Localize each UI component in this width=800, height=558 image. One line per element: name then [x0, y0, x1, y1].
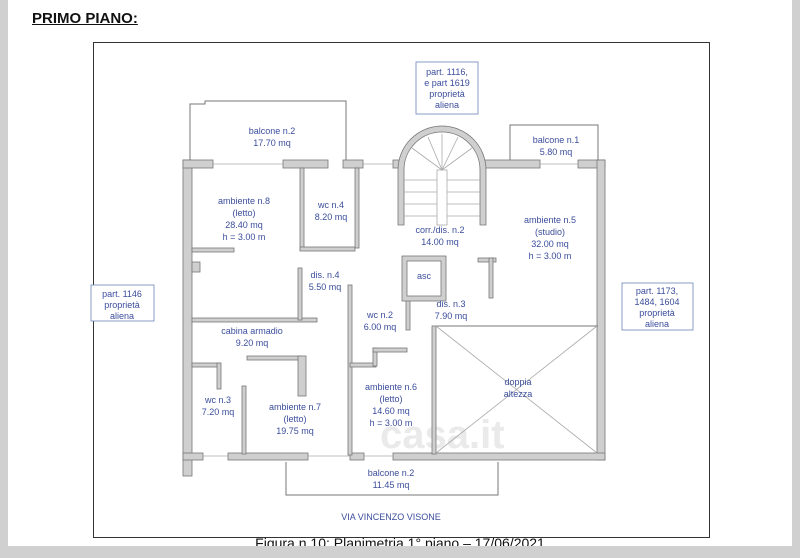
room-label-line: ambiente n.8	[218, 196, 270, 206]
figure-caption: Figura n.10: Planimetria 1° piano – 17/0…	[8, 538, 792, 546]
page-title: PRIMO PIANO:	[32, 10, 138, 27]
room-label-line: cabina armadio	[221, 326, 283, 336]
label-line: aliena	[435, 100, 459, 110]
label-line: proprietà	[104, 300, 140, 310]
staircase	[397, 125, 487, 226]
room-label-line: 5.50 mq	[309, 282, 342, 292]
room-label-line: 19.75 mq	[276, 426, 314, 436]
neighbor-label-left: part. 1146 proprietà aliena	[90, 284, 155, 322]
interior-walls	[191, 167, 598, 456]
room-label-line: ambiente n.6	[365, 382, 417, 392]
room-label-line: balcone n.2	[368, 468, 415, 478]
room-label-line: 7.90 mq	[435, 311, 468, 321]
room-label-line: 8.20 mq	[315, 212, 348, 222]
room-label-line: ambiente n.7	[269, 402, 321, 412]
room-balcone-1: balcone n.1 5.80 mq	[533, 135, 580, 157]
label-line: proprietà	[429, 89, 465, 99]
room-label-line: altezza	[504, 389, 533, 399]
balcone-2-top-outline	[189, 100, 347, 160]
room-label-line: (studio)	[535, 227, 565, 237]
room-label-line: dis. n.3	[436, 299, 465, 309]
label-line: part. 1116,	[426, 67, 468, 77]
room-cabina-armadio: cabina armadio 9.20 mq	[221, 326, 283, 348]
room-label-line: wc n.3	[204, 395, 231, 405]
room-label-line: 6.00 mq	[364, 322, 397, 332]
balcone-2-bottom-outline	[285, 462, 499, 496]
windows	[203, 163, 578, 457]
label-line: part. 1173,	[636, 286, 678, 296]
double-height-void	[435, 325, 598, 454]
room-wc-2: wc n.2 6.00 mq	[364, 310, 397, 332]
label-line: aliena	[645, 319, 669, 329]
viewer-bottom-bar	[0, 546, 800, 558]
neighbor-label-top: part. 1116, e part 1619 proprietà aliena	[415, 61, 479, 115]
room-label-line: 28.40 mq	[225, 220, 263, 230]
room-label-line: dis. n.4	[310, 270, 339, 280]
room-label-line: h = 3.00 m	[223, 232, 266, 242]
room-label-line: wc n.4	[317, 200, 344, 210]
room-label-line: 7.20 mq	[202, 407, 235, 417]
caption-text: Figura n.10: Planimetria 1° piano – 17/0…	[255, 538, 545, 546]
label-line: part. 1146	[102, 289, 142, 299]
room-label-line: 11.45 mq	[373, 480, 410, 490]
room-ambiente-8: ambiente n.8 (letto) 28.40 mq h = 3.00 m	[218, 196, 270, 242]
lift-label: asc	[417, 271, 432, 281]
room-ambiente-7: ambiente n.7 (letto) 19.75 mq	[269, 402, 321, 436]
room-balcone-2-top: balcone n.2 17.70 mq	[249, 126, 296, 148]
room-label-line: doppia	[504, 377, 531, 387]
room-balcone-2-bottom: balcone n.2 11.45 mq	[368, 468, 415, 490]
label-line: aliena	[110, 311, 134, 321]
room-label-line: (letto)	[232, 208, 255, 218]
room-label-line: ambiente n.5	[524, 215, 576, 225]
room-wc-4: wc n.4 8.20 mq	[315, 200, 348, 222]
room-doppia-altezza: doppia altezza	[504, 377, 533, 399]
watermark: casa.it	[380, 413, 505, 457]
room-label-line: h = 3.00 m	[370, 418, 413, 428]
outer-walls	[182, 159, 606, 477]
room-label-line: 14.00 mq	[421, 237, 459, 247]
label-line: 1484, 1604	[634, 297, 679, 307]
room-label-line: 17.70 mq	[253, 138, 291, 148]
room-ambiente-5: ambiente n.5 (studio) 32.00 mq h = 3.00 …	[524, 215, 576, 261]
room-label-line: (letto)	[379, 394, 402, 404]
room-label-line: corr./dis. n.2	[415, 225, 464, 235]
room-dis-4: dis. n.4 5.50 mq	[309, 270, 342, 292]
room-label-line: 32.00 mq	[531, 239, 569, 249]
room-label-line: 5.80 mq	[540, 147, 573, 157]
room-label-line: 14.60 mq	[372, 406, 410, 416]
room-label-line: balcone n.1	[533, 135, 580, 145]
room-label-line: wc n.2	[366, 310, 393, 320]
label-line: proprietà	[639, 308, 675, 318]
room-corridor-2: corr./dis. n.2 14.00 mq	[415, 225, 464, 247]
label-line: e part 1619	[424, 78, 470, 88]
room-dis-3: dis. n.3 7.90 mq	[435, 299, 468, 321]
street-name: VIA VINCENZO VISONE	[341, 512, 441, 522]
balcone-1-outline	[509, 124, 599, 160]
room-label-line: 9.20 mq	[236, 338, 269, 348]
room-wc-3: wc n.3 7.20 mq	[202, 395, 235, 417]
room-label-line: (letto)	[283, 414, 306, 424]
room-label-line: h = 3.00 m	[529, 251, 572, 261]
neighbor-label-right: part. 1173, 1484, 1604 proprietà aliena	[621, 282, 694, 331]
room-ambiente-6: ambiente n.6 (letto) 14.60 mq h = 3.00 m	[365, 382, 417, 428]
room-label-line: balcone n.2	[249, 126, 296, 136]
